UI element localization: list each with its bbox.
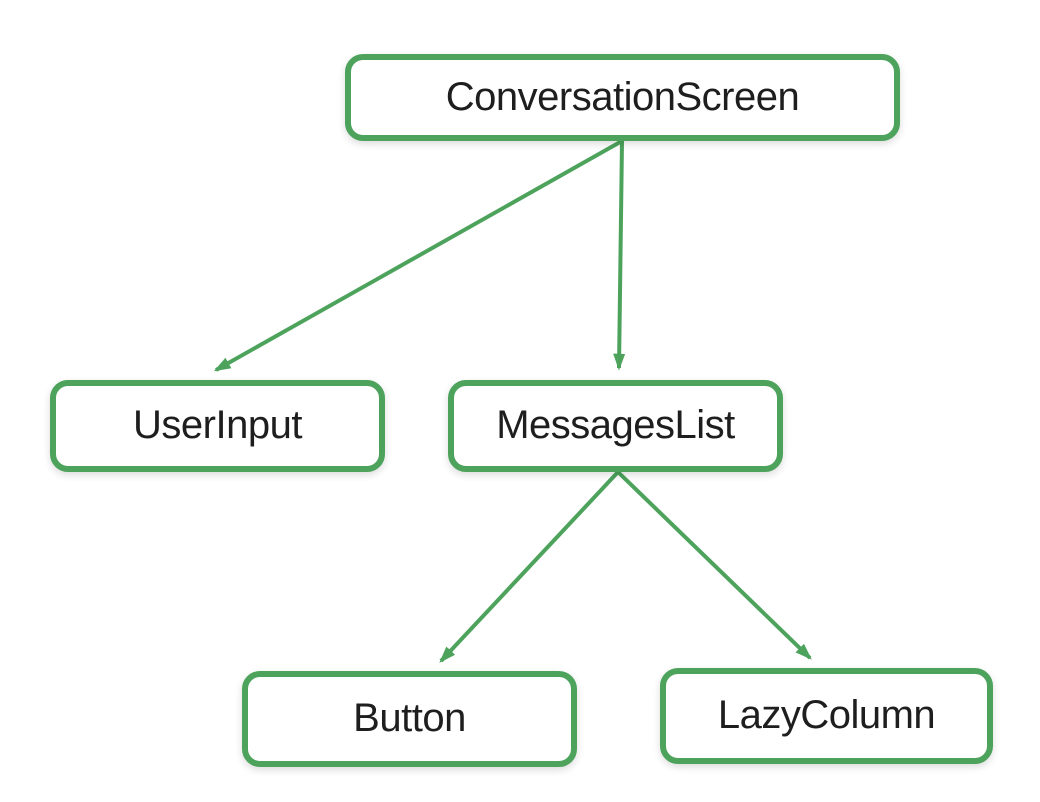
node-conversation-screen: ConversationScreen [345,54,900,141]
node-messages-list: MessagesList [448,380,783,472]
edge-messageslist-button [439,470,620,663]
edge-conversationscreen-messageslist [613,140,626,371]
edge-conversationscreen-userinput [213,139,623,372]
node-user-input: UserInput [50,380,385,472]
node-button-label: Button [353,696,466,740]
node-button: Button [242,671,577,767]
node-lazy-column-label: LazyColumn [717,693,936,737]
node-user-input-label: UserInput [133,403,302,447]
node-conversation-screen-label: ConversationScreen [445,74,800,119]
node-lazy-column: LazyColumn [660,668,993,764]
node-messages-list-label: MessagesList [496,403,735,447]
edge-messageslist-lazycolumn [616,470,812,660]
